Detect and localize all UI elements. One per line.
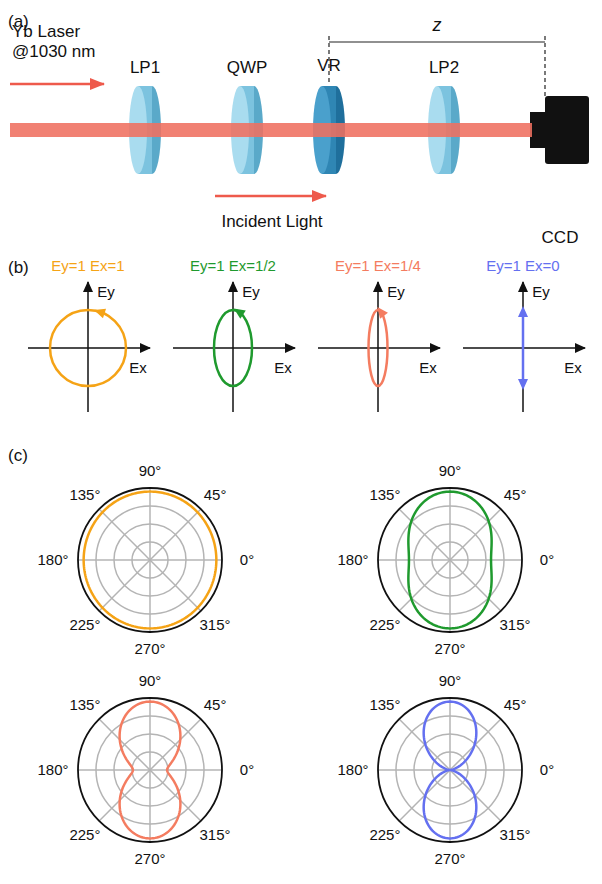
angle-label: 225° (369, 616, 400, 633)
angle-label: 180° (337, 761, 368, 778)
polar-plot (378, 488, 522, 632)
axis-label: Ex (129, 359, 147, 376)
polarization-ellipse (369, 310, 388, 386)
polar-plot (78, 488, 222, 632)
polarization-ellipse (50, 310, 126, 386)
beam-label: Incident Light (221, 212, 322, 232)
axis-label: Ey (97, 283, 115, 300)
angle-label: 270° (434, 850, 465, 867)
polar-plot (378, 698, 522, 842)
plot-title: Ey=1 Ex=1 (51, 257, 124, 274)
angle-label: 225° (69, 616, 100, 633)
plot-title: Ey=1 Ex=1/4 (335, 257, 421, 274)
component-label: LP2 (429, 58, 459, 78)
angle-label: 90° (439, 672, 462, 689)
arrowhead (231, 304, 246, 318)
angle-label: 45° (504, 486, 527, 503)
angle-label: 0° (240, 551, 254, 568)
grid-spoke (399, 509, 501, 611)
angle-label: 315° (200, 826, 231, 843)
source-label: Yb Laser @1030 nm (12, 22, 96, 61)
axis-label: Ey (242, 283, 260, 300)
x-axis (28, 347, 150, 349)
arrowhead (518, 379, 528, 390)
angle-label: 45° (204, 486, 227, 503)
angle-label: 135° (69, 696, 100, 713)
angle-label: 180° (337, 551, 368, 568)
angle-label: 135° (369, 486, 400, 503)
angle-label: 270° (434, 640, 465, 657)
grid-spoke (99, 509, 201, 611)
angle-label: 135° (369, 696, 400, 713)
axis-label: Ex (419, 359, 437, 376)
dimension-line (329, 41, 545, 42)
laser-beam (10, 123, 532, 137)
x-axis (318, 347, 440, 349)
polar-plot (78, 698, 222, 842)
panel-label: (c) (8, 446, 28, 466)
angle-label: 90° (439, 462, 462, 479)
polarization-plots (28, 282, 585, 412)
angle-label: 180° (37, 761, 68, 778)
component-label: LP1 (130, 58, 160, 78)
angle-label: 315° (200, 616, 231, 633)
intensity-curve (424, 702, 477, 839)
axis-label: Ey (532, 283, 550, 300)
x-axis (173, 347, 295, 349)
angle-label: 0° (540, 761, 554, 778)
camera (530, 96, 589, 164)
angle-label: 90° (139, 462, 162, 479)
component-label: CCD (542, 228, 579, 248)
angle-label: 270° (134, 640, 165, 657)
polar-plots (78, 488, 522, 842)
laser-arrow (10, 83, 104, 86)
dimension-tick (544, 36, 545, 96)
intensity-curve (84, 492, 217, 629)
outer-circle (78, 698, 222, 842)
component-label: VR (317, 56, 341, 76)
dimension-label: z (433, 15, 442, 36)
angle-label: 315° (500, 826, 531, 843)
intensity-curve (120, 702, 181, 839)
polarization-line (522, 314, 525, 382)
outer-circle (378, 488, 522, 632)
angle-label: 180° (37, 551, 68, 568)
angle-label: 225° (69, 826, 100, 843)
angle-label: 0° (240, 761, 254, 778)
y-axis (377, 282, 379, 412)
outer-circle (378, 698, 522, 842)
component-label: QWP (227, 58, 268, 78)
axis-label: Ey (387, 283, 405, 300)
angle-label: 45° (204, 696, 227, 713)
incident-arrow (215, 195, 326, 198)
plot-title: Ey=1 Ex=1/2 (190, 257, 276, 274)
outer-circle (78, 488, 222, 632)
angle-label: 225° (369, 826, 400, 843)
grid-spoke (99, 719, 201, 821)
intensity-curve (408, 492, 491, 629)
arrowhead (373, 304, 388, 319)
arrowhead (92, 305, 106, 318)
polarization-ellipse (214, 310, 252, 386)
y-axis (522, 282, 524, 412)
plot-title: Ey=1 Ex=0 (486, 257, 559, 274)
y-axis (232, 282, 234, 412)
angle-label: 135° (69, 486, 100, 503)
axis-label: Ex (274, 359, 292, 376)
axis-label: Ex (564, 359, 582, 376)
angle-label: 315° (500, 616, 531, 633)
arrowhead (518, 306, 528, 317)
angle-label: 90° (139, 672, 162, 689)
angle-label: 45° (504, 696, 527, 713)
angle-label: 0° (540, 551, 554, 568)
y-axis (87, 282, 89, 412)
panel-label: (b) (8, 258, 29, 278)
angle-label: 270° (134, 850, 165, 867)
